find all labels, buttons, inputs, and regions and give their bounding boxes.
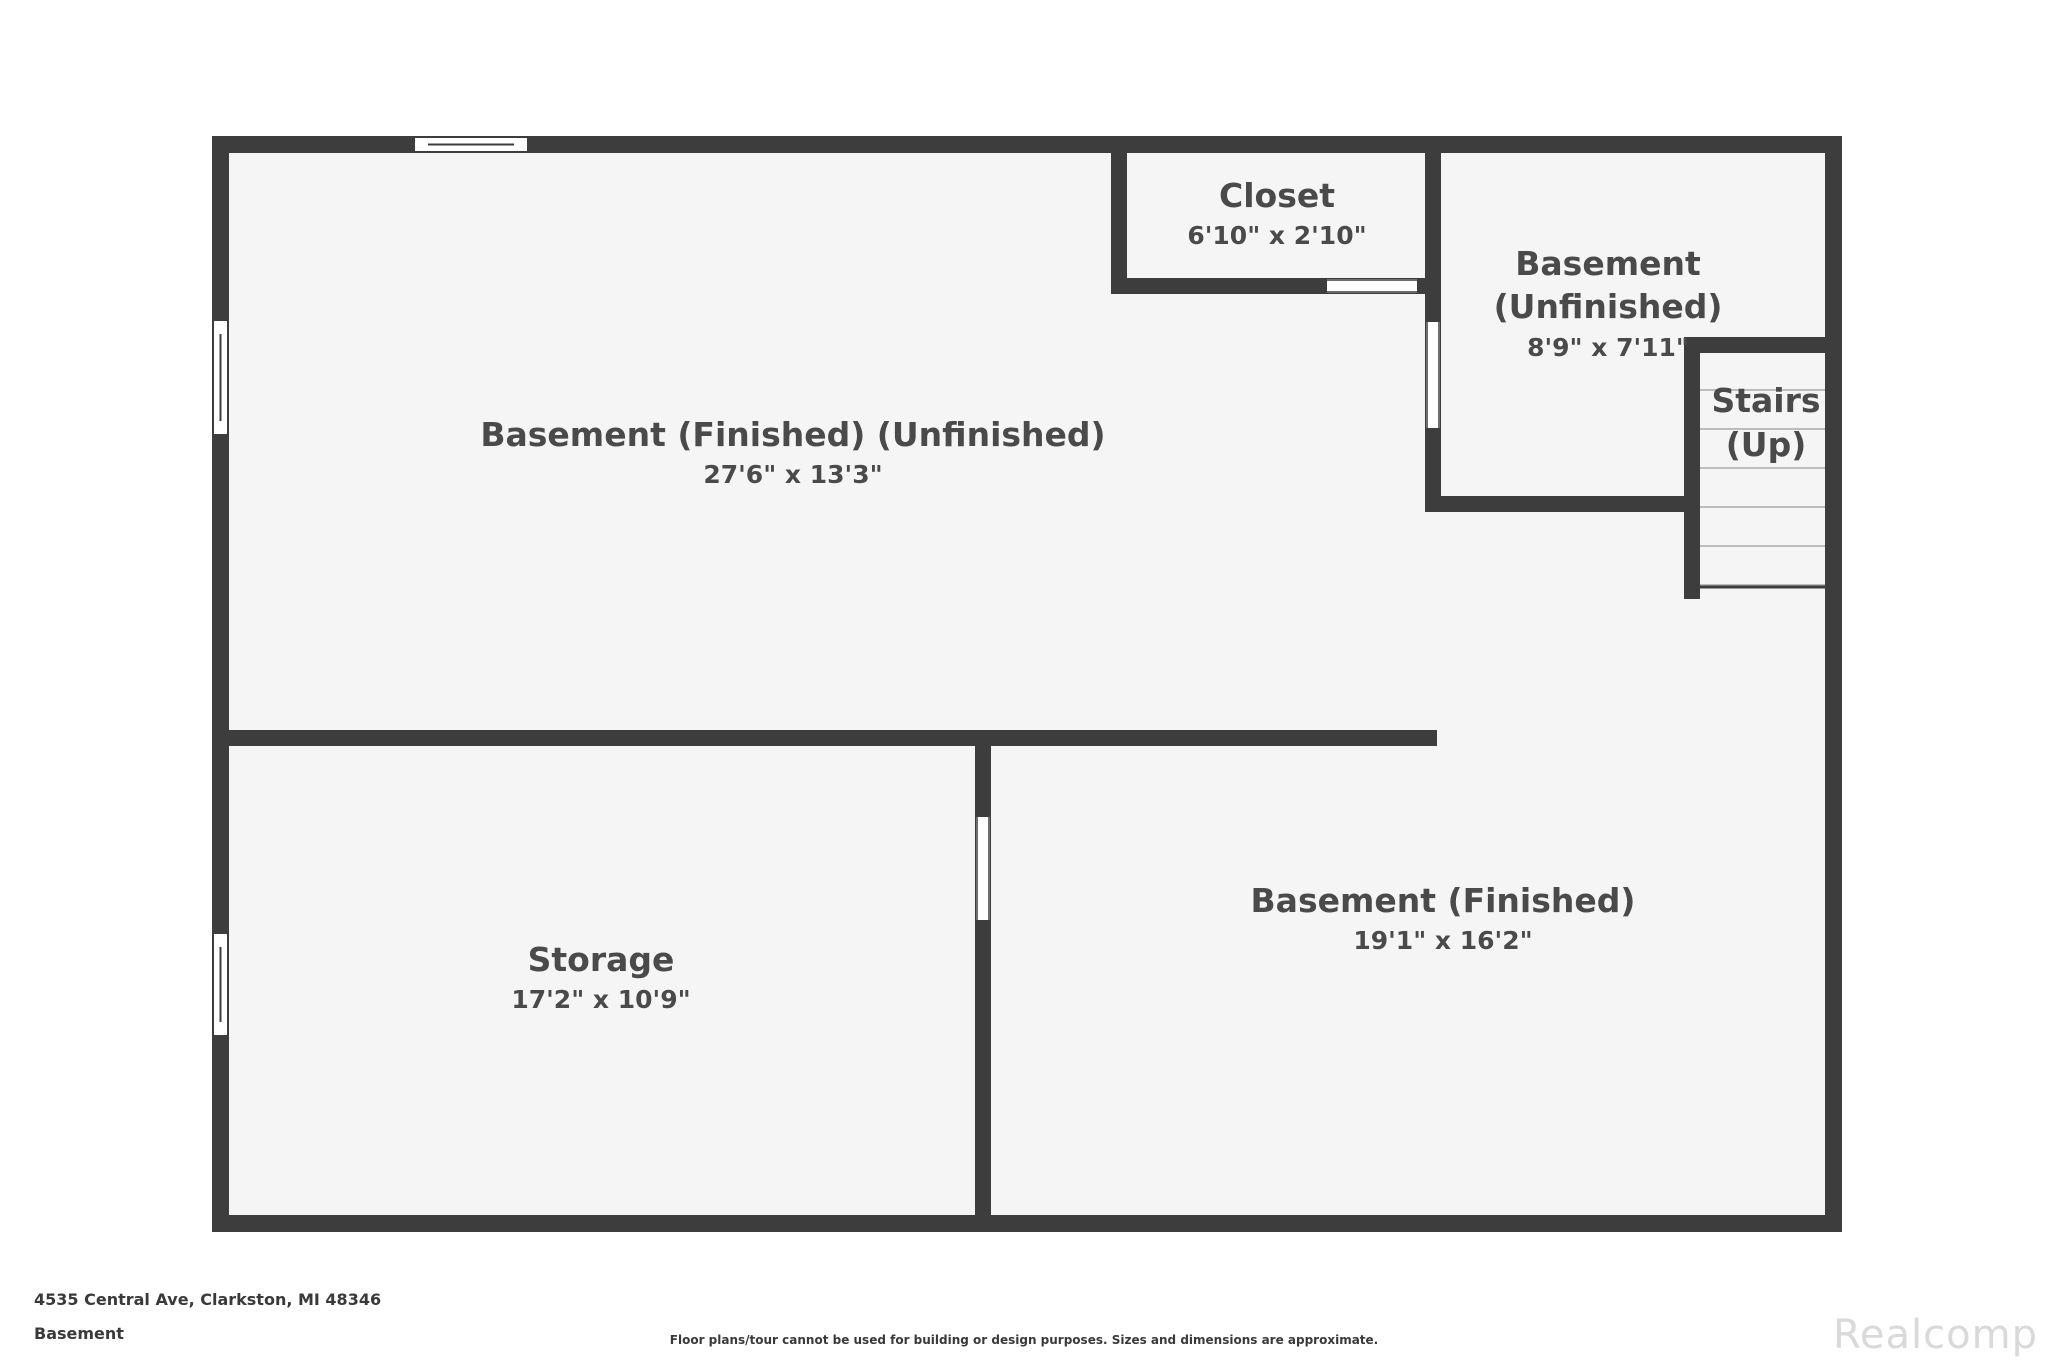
stairs-wall-top xyxy=(1684,337,1842,353)
outer-wall-bottom xyxy=(212,1215,1842,1232)
room-label-unfinished-1: Basement xyxy=(1515,244,1701,283)
room-label-stairs-1: Stairs xyxy=(1711,381,1820,420)
outer-wall-left xyxy=(212,136,229,1231)
outer-wall-right xyxy=(1825,136,1842,1231)
closet-door xyxy=(1327,279,1417,293)
room-label-stairs-2: (Up) xyxy=(1726,425,1807,464)
stair-treads xyxy=(1700,389,1825,586)
room-dims-closet: 6'10" x 2'10" xyxy=(1187,221,1366,250)
room-dims-main: 27'6" x 13'3" xyxy=(703,460,882,489)
room-dims-storage: 17'2" x 10'9" xyxy=(511,985,690,1014)
openings xyxy=(212,136,1440,1037)
storage-wall xyxy=(975,738,991,1228)
divider-wall xyxy=(212,730,1437,746)
room-label-unfinished-2: (Unfinished) xyxy=(1494,287,1723,326)
realcomp-watermark: Realcomp xyxy=(1832,1312,2038,1358)
room-dims-finished: 19'1" x 16'2" xyxy=(1353,926,1532,955)
stairs-wall-left xyxy=(1684,337,1700,599)
unfinished-wall-bottom xyxy=(1425,496,1700,512)
disclaimer-text: Floor plans/tour cannot be used for buil… xyxy=(669,1333,1379,1347)
address-label: 4535 Central Ave, Clarkston, MI 48346 xyxy=(34,1290,382,1309)
storage-door xyxy=(976,817,990,920)
closet-wall-left xyxy=(1111,136,1127,294)
room-label-storage: Storage xyxy=(528,940,675,979)
room-label-main: Basement (Finished) (Unfinished) xyxy=(480,415,1105,454)
unfinished-door xyxy=(1426,322,1440,428)
level-label: Basement xyxy=(34,1324,124,1343)
room-label-finished: Basement (Finished) xyxy=(1251,881,1636,920)
room-label-closet: Closet xyxy=(1219,176,1335,215)
room-dims-unfinished: 8'9" x 7'11" xyxy=(1527,333,1689,362)
